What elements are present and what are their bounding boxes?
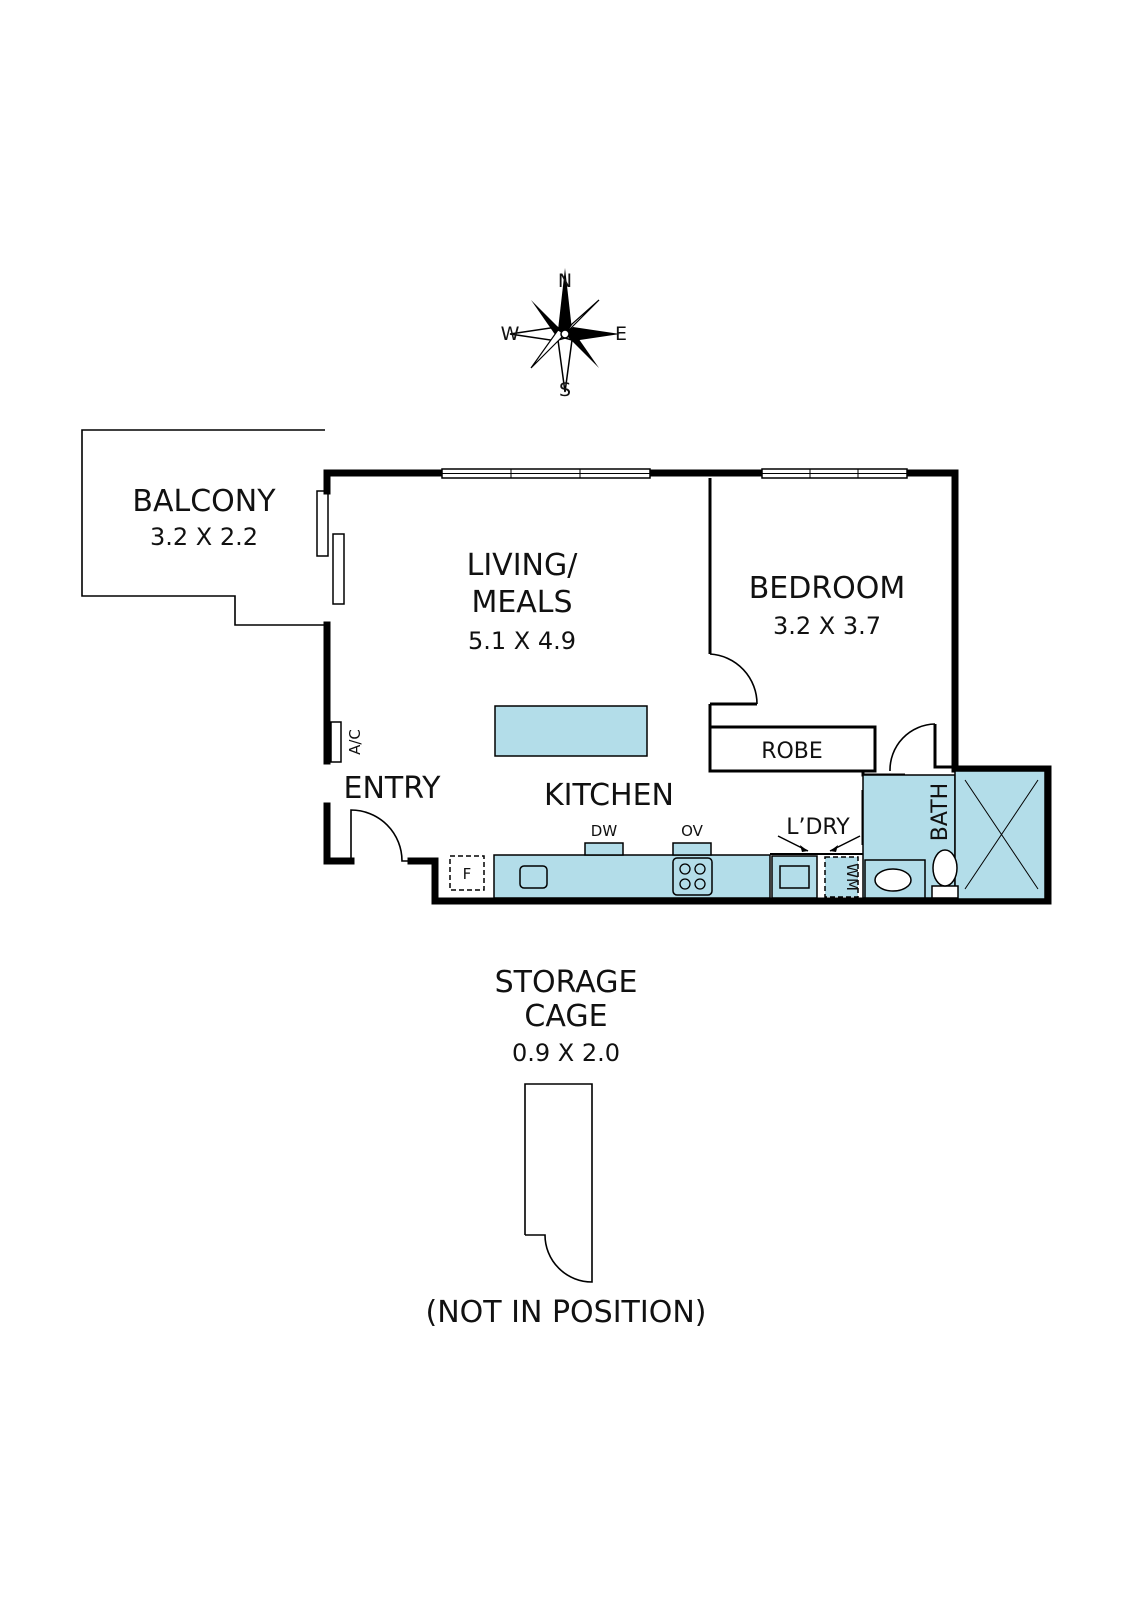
cooktop-icon bbox=[672, 857, 713, 896]
toilet-cistern bbox=[931, 885, 959, 899]
bedroom-dims-label: 3.2 X 3.7 bbox=[773, 612, 881, 640]
fridge-label: F bbox=[463, 865, 472, 883]
balcony-name-label: BALCONY bbox=[132, 484, 276, 519]
oven-label: OV bbox=[681, 822, 704, 840]
compass-east-label: E bbox=[615, 323, 627, 345]
ac-unit bbox=[330, 721, 342, 763]
storage-cage-outline bbox=[524, 1083, 593, 1235]
laundry-trough-basin bbox=[779, 865, 810, 889]
kitchen-label: KITCHEN bbox=[544, 778, 674, 813]
sink-icon bbox=[519, 865, 548, 889]
ac-label: A/C bbox=[346, 729, 364, 755]
robe-cabinet bbox=[708, 725, 877, 773]
living-name-line2: MEALS bbox=[471, 585, 572, 620]
fridge-space bbox=[449, 855, 485, 891]
storage-note-label: (NOT IN POSITION) bbox=[426, 1295, 707, 1330]
washing-machine-space bbox=[824, 856, 859, 898]
entry-label: ENTRY bbox=[344, 771, 442, 806]
exterior-walls bbox=[323, 469, 1052, 905]
window-living bbox=[441, 468, 651, 479]
window-bedroom bbox=[761, 468, 908, 479]
storage-name-line2: CAGE bbox=[524, 999, 607, 1034]
compass-north-label: N bbox=[558, 270, 572, 292]
dishwasher-label: DW bbox=[591, 822, 618, 840]
compass-west-label: W bbox=[501, 323, 520, 345]
bath-label: BATH bbox=[928, 783, 953, 841]
living-dims-label: 5.1 X 4.9 bbox=[468, 627, 576, 655]
bath-door bbox=[889, 723, 936, 772]
entry-door bbox=[350, 809, 411, 862]
kitchen-bench bbox=[493, 854, 771, 899]
robe-label: ROBE bbox=[761, 739, 823, 764]
living-name-line1: LIVING/ bbox=[467, 548, 579, 583]
bedroom-name-label: BEDROOM bbox=[749, 571, 906, 606]
balcony-outline bbox=[81, 429, 325, 626]
compass-rose-icon: N S W E bbox=[501, 268, 627, 401]
balcony-sliding-door bbox=[316, 490, 345, 605]
bedroom-door bbox=[709, 653, 758, 705]
washing-machine-label: WM bbox=[843, 863, 861, 891]
storage-dims-label: 0.9 X 2.0 bbox=[512, 1039, 620, 1067]
oven-marker bbox=[672, 842, 712, 856]
storage-name-line1: STORAGE bbox=[495, 965, 638, 1000]
basin-icon bbox=[874, 868, 912, 892]
toilet-icon bbox=[932, 849, 958, 887]
island-bench bbox=[494, 705, 648, 757]
dishwasher-marker bbox=[584, 842, 624, 856]
compass-south-label: S bbox=[559, 379, 571, 401]
laundry-door-arrows-icon bbox=[777, 835, 861, 852]
storage-cage-door bbox=[525, 1234, 593, 1283]
balcony-dims-label: 3.2 X 2.2 bbox=[150, 523, 258, 551]
laundry-label: L’DRY bbox=[786, 815, 850, 840]
